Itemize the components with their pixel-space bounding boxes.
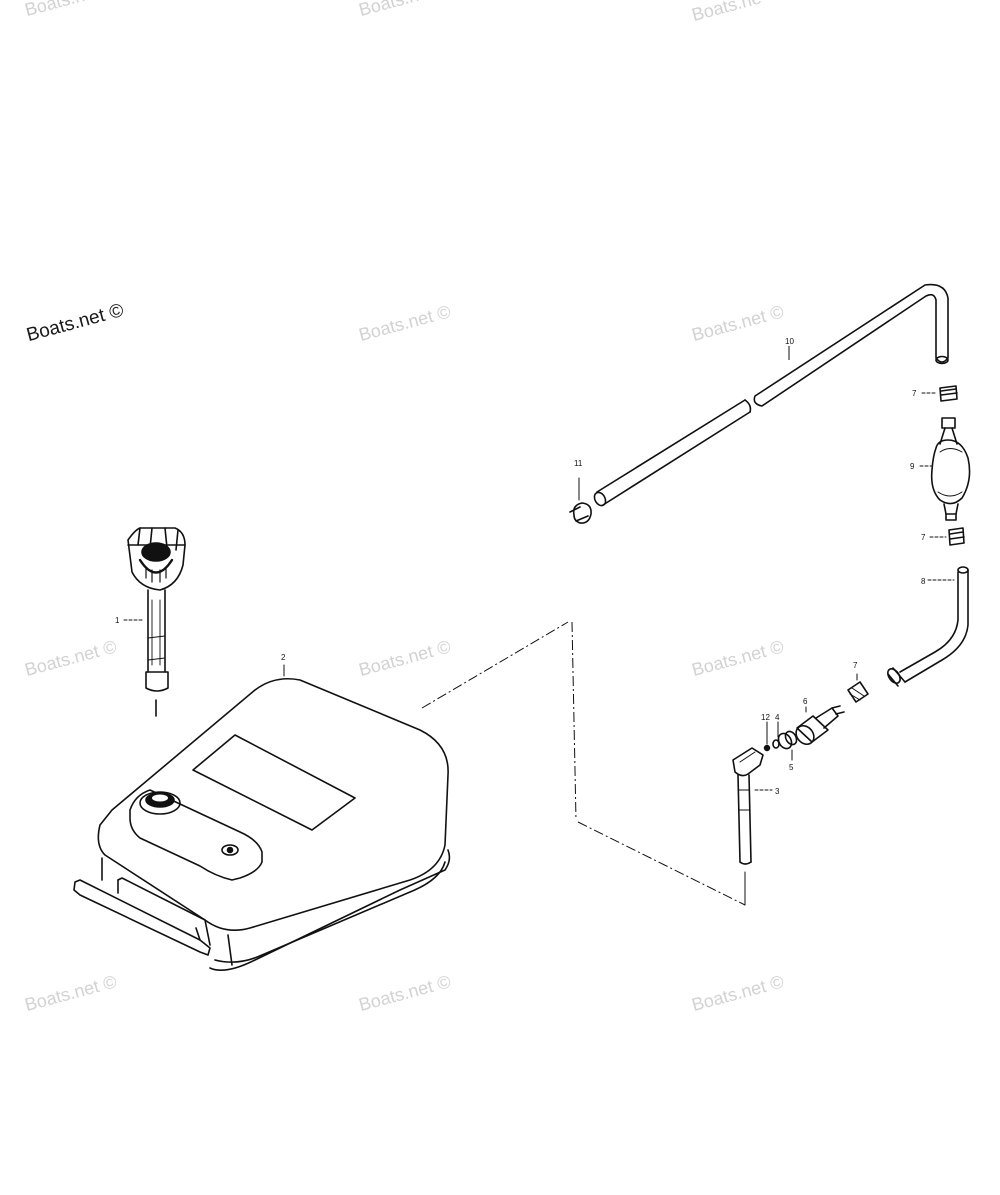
callout-7-upper: 7	[912, 389, 917, 398]
hose-clamp-upper	[921, 385, 958, 402]
fuel-hose-short	[887, 566, 969, 687]
pickup-elbow-tube	[732, 747, 773, 906]
callout-8: 8	[921, 577, 926, 586]
callout-12: 12	[761, 713, 770, 722]
callout-10: 10	[785, 337, 794, 346]
callouts: 1 2 3 4 5 6 7 7 7 8 9 10 11 12	[115, 337, 926, 796]
primer-bulb	[919, 417, 971, 521]
fuel-gauge-pickup	[127, 527, 186, 717]
centerlines	[421, 621, 746, 906]
callout-6: 6	[803, 697, 808, 706]
hose-clip	[569, 477, 592, 524]
hose-clamp-lower	[847, 673, 869, 703]
callout-2: 2	[281, 653, 286, 662]
callout-7-middle: 7	[921, 533, 926, 542]
callout-7-lower: 7	[853, 661, 858, 670]
callout-4: 4	[775, 713, 780, 722]
fuel-connector	[795, 705, 845, 746]
fuel-tank	[73, 677, 451, 971]
o-ring	[777, 730, 798, 761]
callout-9: 9	[910, 462, 915, 471]
check-ball	[763, 721, 771, 752]
hose-clamp-middle	[929, 527, 965, 546]
fuel-hose-long	[593, 283, 949, 507]
callout-5: 5	[789, 763, 794, 772]
callout-1: 1	[115, 616, 120, 625]
washer	[772, 721, 780, 749]
callout-11: 11	[574, 459, 583, 468]
callout-3: 3	[775, 787, 780, 796]
